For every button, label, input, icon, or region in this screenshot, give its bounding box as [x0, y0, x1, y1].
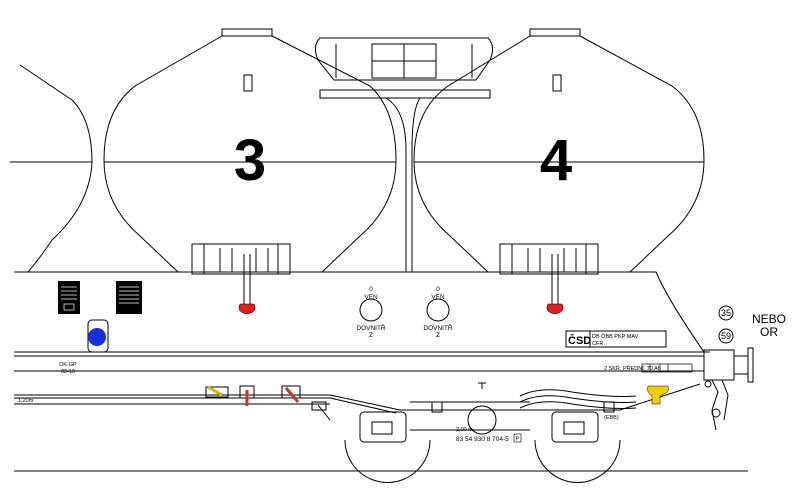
door-left-bottom: DOVNITŘ [356, 323, 386, 332]
legend-code-b: 59 [718, 328, 734, 344]
legend-code-b-text: 59 [721, 331, 731, 341]
door-left-sub: Z [369, 332, 373, 339]
door-right-sub: Z [436, 332, 440, 339]
operator-row1: DB ÖBB PKP MAV [592, 333, 639, 340]
door-indicator-left [359, 298, 383, 322]
lever-red-diagonal [281, 385, 301, 403]
legend-word-a: NEBO [752, 312, 786, 326]
operator-marking: ČSD DB ÖBB PKP MAV CFR [565, 330, 667, 348]
wagon-number-text: 83 54 930 8 704-5 [456, 436, 509, 443]
wagon-number: 83 54 930 8 704-5 P [456, 433, 522, 443]
operator-row2: CFR [592, 341, 603, 347]
left-marking-line1: DK-GP [59, 362, 77, 368]
legend-code-a: 35 [718, 305, 734, 321]
door-right-top: 0 [436, 286, 440, 293]
rail-boxes [641, 363, 693, 373]
legend-word-b: OR [760, 325, 778, 339]
blue-indicator [87, 319, 109, 353]
door-left-top: 0 [369, 286, 373, 293]
wagon-number-check: P [516, 437, 520, 443]
hopper-partial-left [10, 64, 93, 273]
brake-mark: (EBB) [604, 415, 619, 421]
hopper-number-3: 3 [234, 128, 266, 193]
buffer-assembly [703, 347, 754, 431]
bogie [311, 389, 637, 483]
hopper-3 [103, 28, 397, 304]
hopper-number-4: 4 [540, 128, 572, 193]
door-left-middle: VEN [364, 294, 378, 301]
door-right-bottom: DOVNITŘ [423, 323, 453, 332]
wagon-body [14, 271, 710, 414]
distance-mark: 2,00 m [456, 427, 473, 433]
legend-code-a-text: 35 [721, 308, 731, 318]
lever-yellow [205, 385, 229, 398]
discharge-valve-left [238, 303, 256, 315]
door-indicator-right [426, 298, 450, 322]
info-plate-right [116, 281, 142, 314]
door-right-middle: VEN [431, 294, 445, 301]
rail-note: 2 SKŘ. PŘEDNÍ, 70 Ah [604, 364, 661, 372]
walkway-frame [314, 37, 494, 272]
hopper-4 [413, 28, 705, 304]
left-marking-line2: 02-10 [61, 369, 75, 375]
info-plate-left [58, 281, 80, 314]
left-edge-text: 1,20m [18, 398, 34, 404]
coupling-hook-yellow [647, 385, 669, 405]
operator-logo: ČSD [568, 334, 591, 347]
lever-red-vertical [239, 385, 255, 406]
discharge-valve-right [546, 303, 564, 315]
